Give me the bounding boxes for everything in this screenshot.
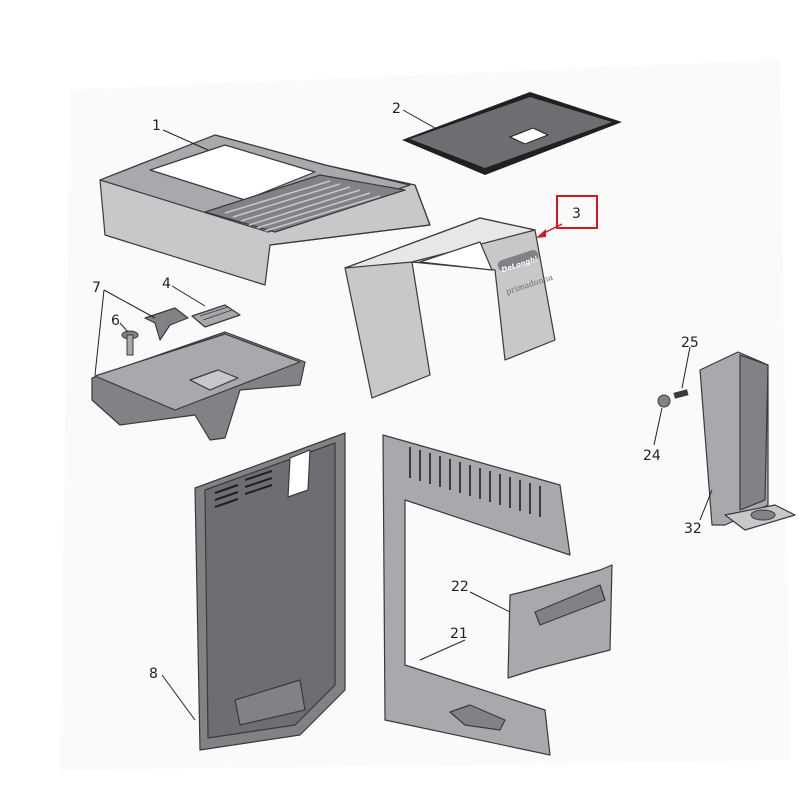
part-6-knob [121, 330, 139, 356]
part-2-cup-plate [402, 92, 622, 175]
callout-8: 8 [149, 666, 158, 682]
part-1-top-cover [99, 134, 431, 286]
callout-labels: 1 2 3 4 6 7 8 21 22 24 25 32 [92, 101, 702, 682]
callout-7: 7 [92, 280, 101, 296]
part-4-grille [191, 304, 241, 328]
part-22-drawer [507, 564, 613, 679]
callout-4: 4 [162, 276, 171, 292]
callout-1: 1 [152, 118, 161, 134]
callout-2: 2 [392, 101, 401, 117]
callout-22: 22 [451, 579, 469, 595]
part-21-frame [382, 434, 571, 756]
callout-21: 21 [450, 626, 468, 642]
callout-25: 25 [681, 335, 699, 351]
part-25-spring [673, 389, 689, 399]
part-32-spout [699, 351, 796, 531]
callout-6: 6 [111, 313, 120, 329]
part-7-tray [91, 331, 306, 441]
part-24-cap [657, 394, 671, 408]
part-3-front-panel: DeLonghi primadonna [344, 217, 556, 399]
callout-3: 3 [572, 206, 581, 222]
callout-3-highlight [536, 195, 598, 238]
part-7-support [144, 307, 189, 341]
callout-24: 24 [643, 448, 661, 464]
part-8-side-panel [194, 432, 346, 751]
callout-32: 32 [684, 521, 702, 537]
leader-lines [94, 109, 713, 721]
